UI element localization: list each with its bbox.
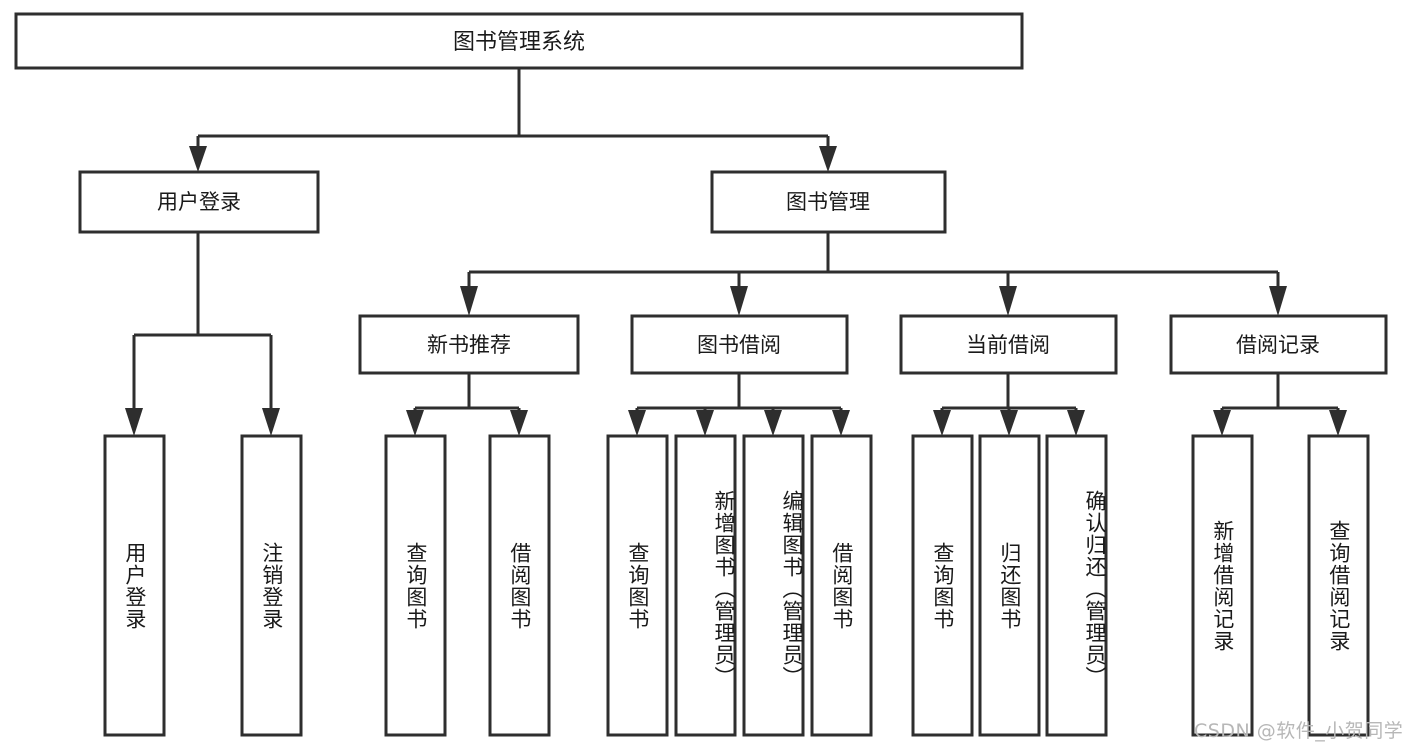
arrow-head-book-borrow [730, 286, 748, 316]
node-leaf-borrow-book-2-box[interactable] [810, 434, 873, 737]
node-leaf-borrow-book-1-box[interactable] [488, 434, 551, 737]
arrow-head-current-borrow [999, 286, 1017, 316]
node-borrow-record-label: 借阅记录 [1236, 333, 1320, 357]
arrow-head-bookborrow-leaf-2 [696, 410, 714, 436]
arrow-head-bookborrow-leaf-1 [628, 410, 646, 436]
node-user-login-box[interactable] [78, 170, 320, 234]
node-new-book-recommend-label: 新书推荐 [427, 333, 511, 357]
nodes-layer: 图书管理系统 用户登录 图书管理 新书推荐 图书借阅 当前借阅 借阅记录 [14, 12, 1388, 737]
arrow-head-newbook-leaf-1 [406, 410, 424, 436]
arrow-head-borrowrecord-leaf-1 [1213, 410, 1231, 436]
node-leaf-user-login-box[interactable] [103, 434, 166, 737]
node-current-borrow-box[interactable] [899, 314, 1118, 375]
watermark-text: CSDN @软件_小贺同学 [1194, 720, 1404, 742]
connectors-layer [125, 68, 1347, 436]
node-book-borrow-label: 图书借阅 [697, 333, 781, 357]
arrow-head-bookborrow-leaf-4 [832, 410, 850, 436]
arrow-head-currentborrow-leaf-1 [933, 410, 951, 436]
node-new-book-recommend-box[interactable] [358, 314, 580, 375]
arrow-head-currentborrow-leaf-3 [1067, 410, 1085, 436]
node-root-box[interactable] [14, 12, 1024, 70]
node-leaf-logout-box[interactable] [240, 434, 303, 737]
arrow-head-user-login [189, 146, 207, 172]
node-leaf-return-book-box[interactable] [978, 434, 1041, 737]
node-book-borrow-box[interactable] [630, 314, 849, 375]
node-leaf-query-record-box[interactable] [1307, 434, 1370, 737]
arrow-head-borrowrecord-leaf-2 [1329, 410, 1347, 436]
node-root-label: 图书管理系统 [453, 30, 585, 55]
node-leaf-add-book-box[interactable] [674, 434, 737, 737]
node-user-login-label: 用户登录 [157, 190, 241, 214]
arrow-head-bookborrow-leaf-3 [764, 410, 782, 436]
node-borrow-record-box[interactable] [1169, 314, 1388, 375]
node-leaf-confirm-return-box[interactable] [1045, 434, 1108, 737]
node-book-management-box[interactable] [710, 170, 947, 234]
arrow-head-newbook-leaf-2 [510, 410, 528, 436]
node-leaf-edit-book-box[interactable] [742, 434, 805, 737]
arrow-head-leaf-user-login [125, 408, 143, 436]
arrow-head-leaf-logout [262, 408, 280, 436]
node-leaf-add-record-box[interactable] [1191, 434, 1254, 737]
node-current-borrow-label: 当前借阅 [966, 333, 1050, 357]
node-leaf-query-book-1-box[interactable] [384, 434, 447, 737]
node-leaf-query-book-2-box[interactable] [606, 434, 669, 737]
arrow-head-borrow-record [1269, 286, 1287, 316]
arrow-head-book-mgmt [819, 146, 837, 172]
arrow-head-currentborrow-leaf-2 [1000, 410, 1018, 436]
node-book-management-label: 图书管理 [786, 190, 870, 214]
node-leaf-query-book-3-box[interactable] [911, 434, 974, 737]
arrow-head-new-book [460, 286, 478, 316]
